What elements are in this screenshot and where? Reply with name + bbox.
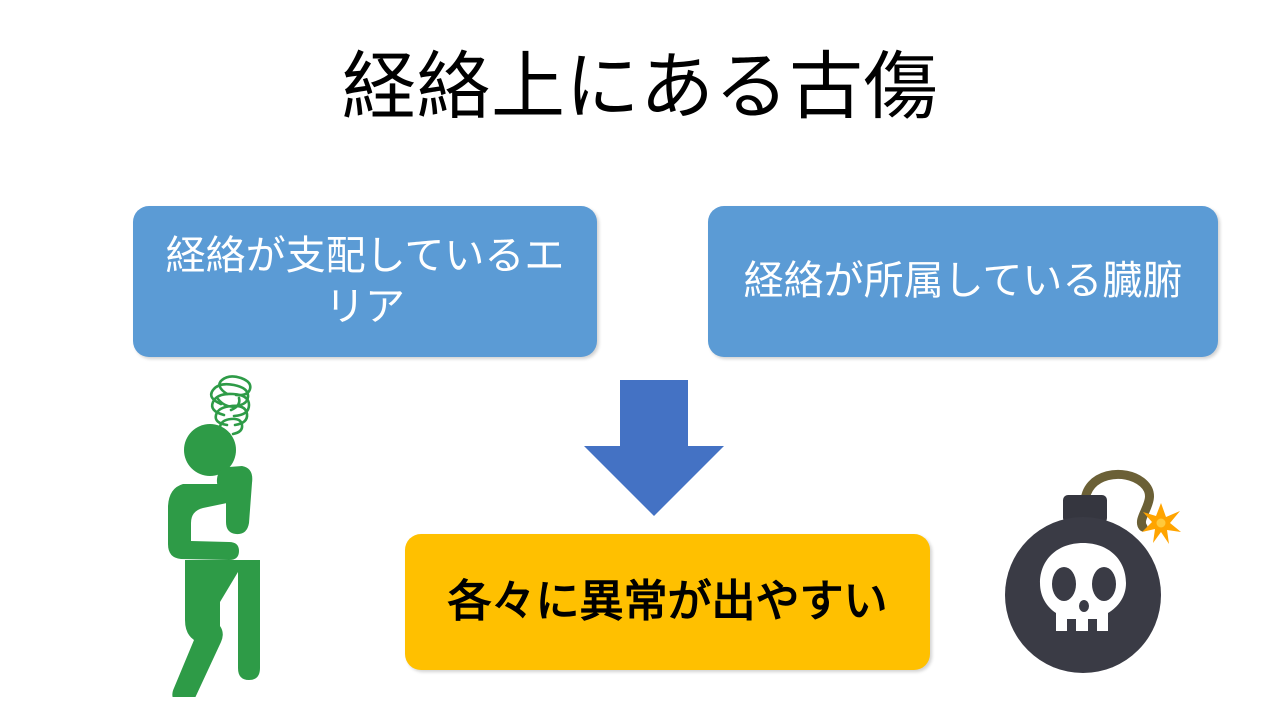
page-title: 経絡上にある古傷 (342, 45, 938, 128)
conclusion-box-label: 各々に異常が出やすい (447, 576, 888, 626)
concept-box-area-label: 経絡が支配しているエリア (165, 234, 565, 329)
conclusion-box[interactable]: 各々に異常が出やすい (405, 534, 930, 670)
bomb-with-skull-icon (985, 465, 1200, 675)
person-head (184, 424, 236, 476)
person-thinking-pictogram (155, 372, 290, 706)
skull-icon (1040, 543, 1126, 631)
bomb-cap (1063, 495, 1107, 523)
down-arrow-shape (584, 380, 724, 516)
concept-box-organ[interactable]: 経絡が所属している臓腑 (708, 206, 1218, 357)
person-legs (172, 560, 260, 706)
spark-icon (1142, 503, 1181, 544)
bomb-fuse (1080, 469, 1154, 532)
person-arm-to-chin (216, 466, 253, 535)
person-torso (168, 484, 239, 560)
concept-box-organ-label: 経絡が所属している臓腑 (743, 259, 1183, 304)
concept-box-area[interactable]: 経絡が支配しているエリア (133, 206, 597, 357)
down-arrow-icon (580, 378, 726, 518)
